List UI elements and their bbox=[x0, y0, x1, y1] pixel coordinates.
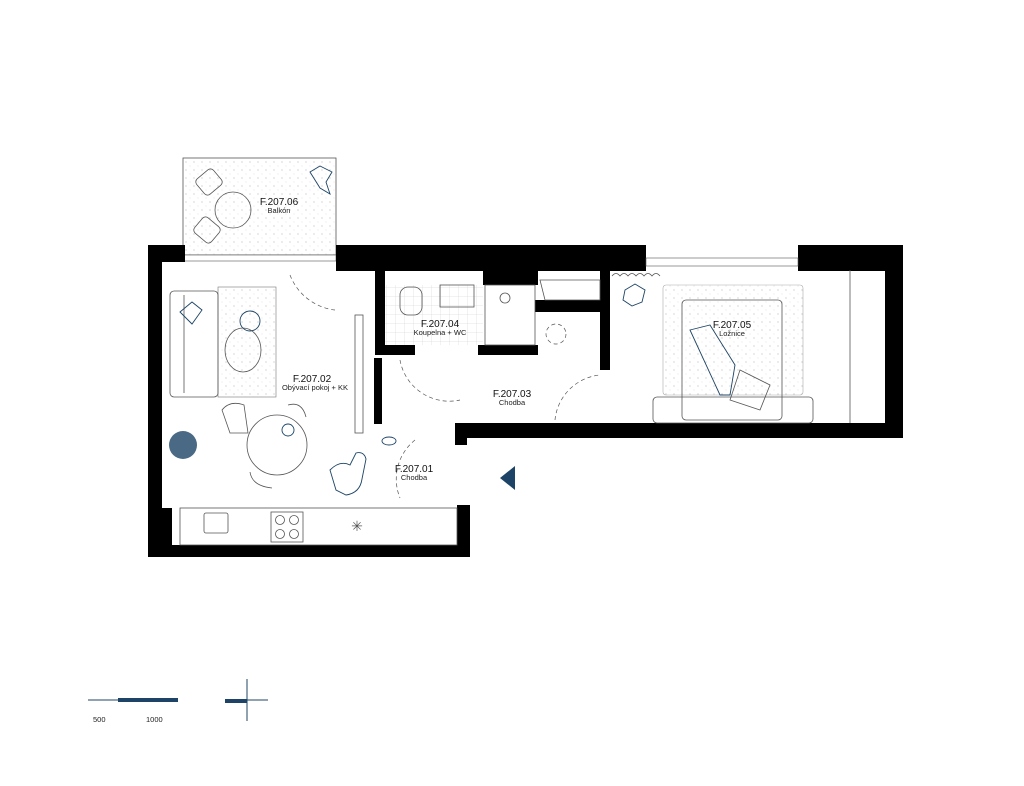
svg-text:500: 500 bbox=[93, 715, 106, 724]
room-label-bedroom: F.207.05 Ložnice bbox=[713, 320, 752, 338]
svg-text:F.207.01: F.207.01 bbox=[395, 464, 434, 475]
furniture-bedroom bbox=[622, 270, 851, 424]
svg-text:F.207.03: F.207.03 bbox=[493, 389, 532, 400]
svg-text:Balkón: Balkón bbox=[268, 206, 291, 215]
svg-text:F.207.04: F.207.04 bbox=[421, 319, 460, 330]
room-label-balcony: F.207.06 Balkón bbox=[260, 197, 299, 215]
shoes-icon bbox=[381, 436, 397, 446]
room-balcony bbox=[182, 157, 337, 262]
walls bbox=[148, 245, 903, 557]
sofa bbox=[169, 290, 219, 398]
svg-text:Obývací pokoj + KK: Obývací pokoj + KK bbox=[282, 383, 348, 392]
bedroom-rug bbox=[662, 284, 804, 396]
room-label-hallway: F.207.03 Chodba bbox=[493, 389, 532, 407]
svg-text:Chodba: Chodba bbox=[401, 473, 428, 482]
svg-text:✳: ✳ bbox=[351, 518, 363, 534]
cooktop bbox=[270, 511, 304, 543]
bed bbox=[681, 299, 783, 421]
curtain bbox=[611, 273, 661, 277]
room-label-bathroom: F.207.04 Koupelna + WC bbox=[414, 319, 467, 337]
bathroom-tiles bbox=[385, 285, 483, 345]
dining-table bbox=[246, 414, 308, 476]
person-icon bbox=[329, 452, 367, 496]
furniture-living: ✳ bbox=[169, 290, 458, 546]
rug bbox=[217, 286, 277, 398]
kitchen-counter bbox=[179, 507, 458, 546]
furniture-bathroom bbox=[399, 279, 601, 346]
plant-icon bbox=[622, 283, 646, 307]
svg-text:Chodba: Chodba bbox=[499, 398, 526, 407]
scale-bar: 500 1000 bbox=[88, 698, 178, 724]
svg-text:F.207.02: F.207.02 bbox=[293, 374, 332, 385]
sink bbox=[203, 512, 229, 534]
svg-text:Koupelna + WC: Koupelna + WC bbox=[414, 328, 467, 337]
toilet bbox=[399, 286, 423, 316]
north-cross bbox=[225, 679, 268, 721]
room-label-entrance-hall: F.207.01 Chodba bbox=[395, 464, 434, 482]
pillow-icon bbox=[179, 301, 203, 325]
window bbox=[645, 257, 799, 267]
plant-icon bbox=[309, 165, 333, 196]
entrance-arrow-icon bbox=[500, 466, 515, 490]
person-icon bbox=[689, 324, 736, 396]
svg-text:Ložnice: Ložnice bbox=[719, 329, 745, 338]
plant-icon bbox=[169, 431, 197, 459]
room-label-living: F.207.02 Obývací pokoj + KK bbox=[282, 374, 348, 392]
svg-text:1000: 1000 bbox=[146, 715, 163, 724]
svg-text:F.207.05: F.207.05 bbox=[713, 320, 752, 331]
svg-text:F.207.06: F.207.06 bbox=[260, 197, 299, 208]
washbasin bbox=[439, 284, 475, 308]
